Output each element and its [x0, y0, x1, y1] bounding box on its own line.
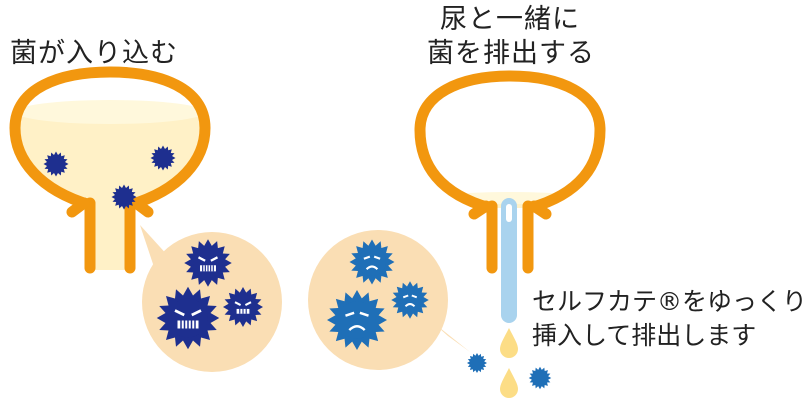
droplet-icon — [500, 328, 518, 398]
zoom-bubble-right — [308, 230, 470, 370]
right-caption-line1: 尿と一緒に — [440, 4, 580, 35]
bacteria-angry-icon — [156, 239, 263, 350]
catheter-tube — [501, 198, 517, 323]
catheter-note-line1: セルフカテ®をゆっくり — [532, 287, 808, 316]
left-caption: 菌が入り込む — [10, 38, 178, 69]
catheter-note-line2: 挿入して排出します — [532, 321, 757, 350]
bacteria-sad-icon — [327, 239, 429, 350]
right-caption-line2: 菌を排出する — [427, 38, 595, 69]
right-bladder — [414, 70, 606, 274]
left-bladder — [9, 66, 211, 274]
